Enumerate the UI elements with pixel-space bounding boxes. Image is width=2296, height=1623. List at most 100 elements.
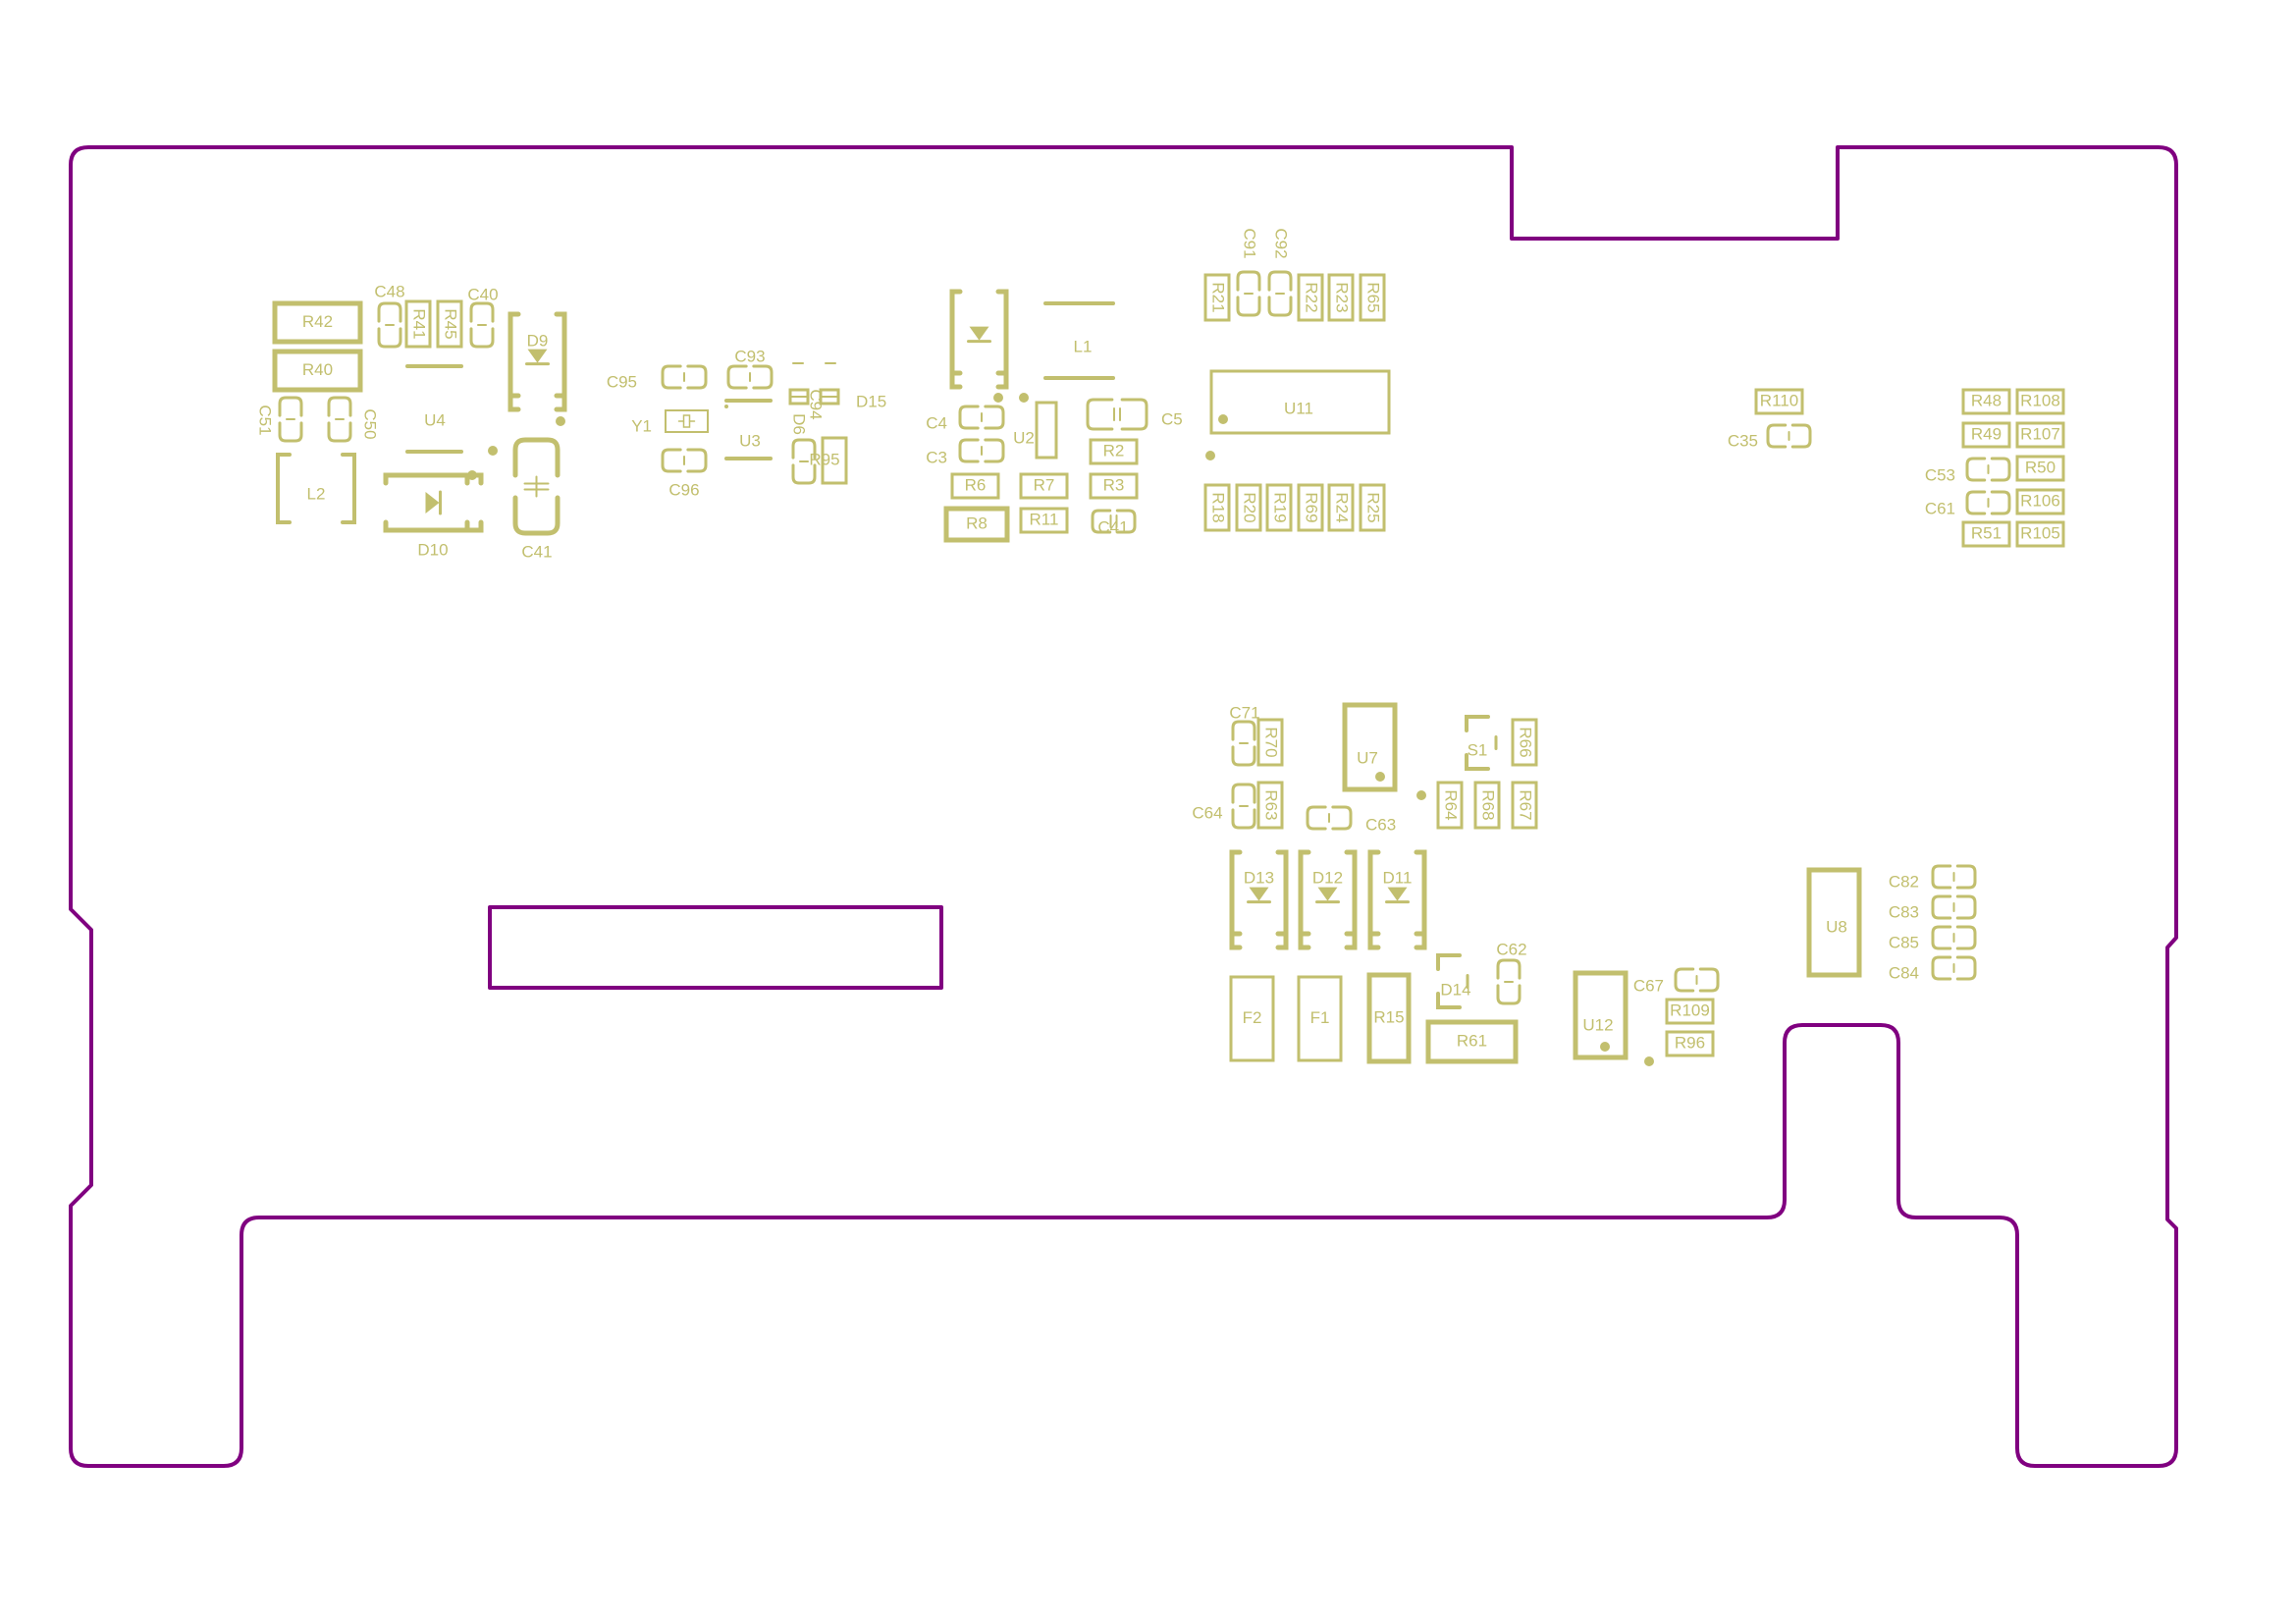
diode-d14[interactable]	[1436, 953, 1469, 1009]
capacitor-c82[interactable]: C82	[1889, 864, 1977, 891]
resistor-r20[interactable]: R20	[1235, 483, 1262, 532]
resistor-r7[interactable]: R7	[1019, 472, 1069, 500]
resistor-r23[interactable]: R23	[1327, 273, 1355, 322]
resistor-r107[interactable]: R107	[2015, 421, 2065, 449]
capacitor-c85[interactable]: C85	[1889, 925, 1977, 951]
resistor-r63[interactable]: R63	[1256, 781, 1284, 830]
resistor-r2[interactable]: R2	[1089, 438, 1139, 465]
capacitor-c62[interactable]: C62	[1496, 940, 1527, 1005]
diode-l1[interactable]	[949, 289, 1009, 390]
capacitor-c67[interactable]: C67	[1633, 967, 1720, 995]
resistor-r65[interactable]: R65	[1359, 273, 1386, 322]
diode-d11[interactable]: D11	[1367, 849, 1427, 950]
capacitor-c84[interactable]: C84	[1889, 955, 1977, 982]
resistor-f2[interactable]: F2	[1229, 975, 1275, 1062]
diode-arrow-icon	[425, 492, 440, 514]
diode-d9[interactable]: D9	[507, 311, 567, 412]
resistor-r110[interactable]: R110	[1754, 388, 1804, 415]
ic-u8[interactable]: U8	[1806, 867, 1862, 978]
resistor-r8[interactable]: R8	[943, 506, 1010, 543]
resistor-r105[interactable]: R105	[2015, 520, 2065, 548]
ic-u12[interactable]: U12	[1573, 970, 1654, 1066]
capacitor-c5[interactable]: C5	[1086, 398, 1183, 431]
capacitor-c51[interactable]: C51	[256, 396, 303, 443]
capacitor-c4[interactable]: C4	[926, 405, 1005, 432]
capacitor-c83[interactable]: C83	[1889, 894, 1977, 921]
resistor-r49[interactable]: R49	[1961, 421, 2011, 449]
capacitor-c92[interactable]: C92	[1267, 228, 1293, 317]
resistor-r6[interactable]: R6	[950, 472, 1000, 500]
component-body	[1327, 483, 1355, 532]
resistor-r64[interactable]: R64	[1436, 781, 1464, 830]
resistor-r67[interactable]: R67	[1511, 781, 1538, 830]
component-label: C3	[926, 448, 947, 466]
resistor-r15[interactable]: R15	[1366, 972, 1412, 1064]
resistor-r66[interactable]: R66	[1511, 718, 1538, 767]
resistor-r48[interactable]: R48	[1961, 388, 2011, 415]
resistor-r70[interactable]: R70	[1256, 718, 1284, 767]
ic-u2[interactable]: U2	[1013, 401, 1058, 460]
capacitor-c41[interactable]: C41	[1091, 509, 1137, 536]
diode-d13[interactable]: D13	[1229, 849, 1289, 950]
capacitor-c96[interactable]: C96	[661, 448, 708, 499]
resistor-r42[interactable]: R42	[272, 300, 363, 345]
resistor-r21[interactable]: R21	[1203, 273, 1231, 322]
part-d10[interactable]: D10	[383, 472, 484, 559]
label-d14: D14	[1440, 980, 1470, 999]
resistor-r18[interactable]: R18	[1203, 483, 1231, 532]
diode-d12[interactable]: D12	[1298, 849, 1358, 950]
capacitor-c50[interactable]: C50	[327, 396, 380, 443]
component-label: C41	[521, 542, 552, 561]
resistor-r25[interactable]: R25	[1359, 483, 1386, 532]
capacitor-c95[interactable]: C95	[607, 364, 708, 391]
resistor-r45[interactable]: R45	[436, 299, 463, 349]
resistor-r68[interactable]: R68	[1473, 781, 1501, 830]
capacitor-c3[interactable]: C3	[926, 438, 1005, 466]
resistor-r69[interactable]: R69	[1297, 483, 1324, 532]
resistor-r106[interactable]: R106	[2015, 488, 2065, 515]
component-label: L2	[307, 484, 326, 503]
resistor-r95[interactable]: R95	[809, 436, 848, 485]
component-label: D6	[790, 413, 809, 435]
capacitor-c53[interactable]: C53	[1925, 457, 2011, 484]
component-body	[1366, 972, 1412, 1064]
ic-l1[interactable]: L1	[993, 301, 1115, 403]
diode-d15[interactable]	[788, 362, 840, 406]
resistor-r24[interactable]: R24	[1327, 483, 1355, 532]
crystal-y1[interactable]	[665, 405, 728, 433]
ic-u3[interactable]: U3	[724, 399, 773, 460]
capacitor-c93[interactable]: C93	[726, 347, 774, 390]
component-label: D11	[1383, 868, 1413, 887]
resistor-f1[interactable]: F1	[1297, 975, 1343, 1062]
resistor-r51[interactable]: R51	[1961, 520, 2011, 548]
resistor-r96[interactable]: R96	[1665, 1030, 1715, 1057]
resistor-r40[interactable]: R40	[272, 349, 363, 393]
pin1-marker-dot	[1218, 414, 1228, 424]
ic-u11[interactable]: U11	[1205, 369, 1391, 460]
resistor-r50[interactable]: R50	[2015, 455, 2065, 482]
capacitor-c48[interactable]: C48	[374, 282, 405, 349]
component-label: C67	[1633, 976, 1664, 995]
capacitor-c64[interactable]: C64	[1192, 783, 1256, 830]
resistor-r108[interactable]: R108	[2015, 388, 2065, 415]
resistor-r22[interactable]: R22	[1297, 273, 1324, 322]
part-c41b[interactable]: C41	[512, 437, 561, 561]
resistor-r3[interactable]: R3	[1089, 472, 1139, 500]
resistor-r61[interactable]: R61	[1425, 1019, 1519, 1064]
capacitor-c71[interactable]: C71	[1229, 703, 1260, 767]
part-l2[interactable]: L2	[276, 453, 356, 524]
capacitor-c61[interactable]: C61	[1925, 490, 2011, 517]
capacitor-c63[interactable]: C63	[1306, 805, 1396, 834]
resistor-r109[interactable]: R109	[1665, 998, 1715, 1025]
capacitor-c91[interactable]: C91	[1236, 228, 1261, 317]
capacitor-c35[interactable]: C35	[1728, 423, 1812, 450]
component-label: R18	[1209, 492, 1228, 522]
resistor-r11[interactable]: R11	[1019, 507, 1069, 534]
capacitor-c40[interactable]: C40	[467, 285, 499, 349]
resistor-r19[interactable]: R19	[1265, 483, 1293, 532]
switch-s1[interactable]	[1465, 715, 1498, 771]
component-label: C35	[1728, 431, 1758, 450]
ic-u4[interactable]: U4	[405, 364, 565, 480]
ic-u7[interactable]: U7	[1342, 702, 1426, 800]
resistor-r41[interactable]: R41	[404, 299, 432, 349]
